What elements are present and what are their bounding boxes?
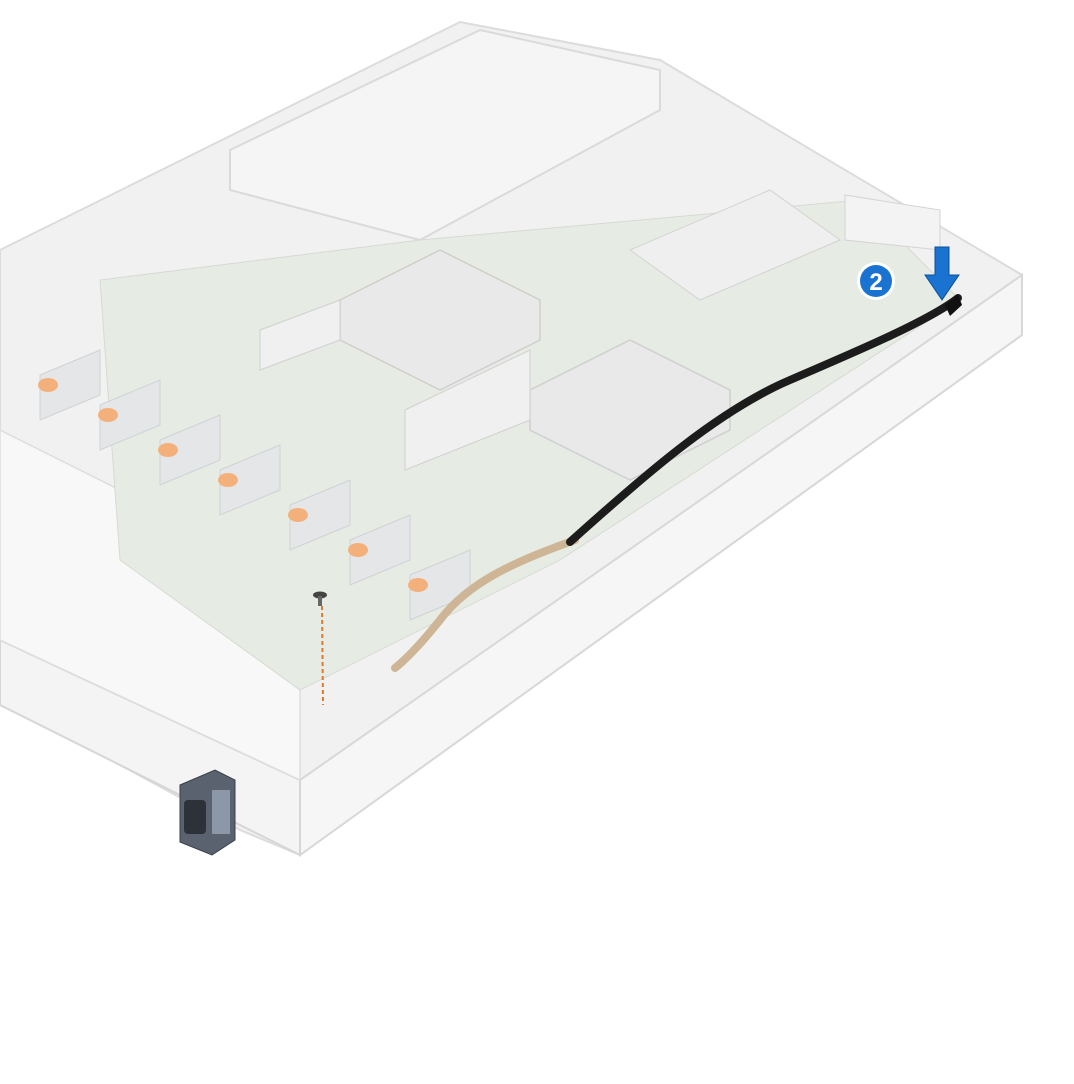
screw-guide-line — [321, 605, 324, 706]
fan — [159, 414, 221, 486]
bracket — [844, 194, 941, 251]
riser-cage — [229, 28, 661, 242]
cable — [566, 294, 962, 546]
screw-icon — [313, 591, 327, 606]
cable-connector — [945, 294, 962, 316]
callout-number: 2 — [869, 269, 882, 296]
callout-badge: 2 — [857, 262, 895, 300]
fan-latch — [158, 443, 178, 457]
fan-latch — [98, 408, 118, 422]
fan — [39, 349, 101, 421]
fan-latch — [288, 508, 308, 522]
fan — [219, 444, 281, 516]
memory-bank-2 — [404, 349, 531, 471]
expansion-card — [628, 189, 842, 301]
memory-bank-1 — [259, 299, 341, 371]
cable-sleeve — [391, 536, 579, 672]
fan-latch — [38, 378, 58, 392]
fan-latch — [348, 543, 368, 557]
vga-connector-icon — [179, 769, 236, 856]
fan — [289, 479, 351, 551]
fan — [349, 514, 411, 586]
arrow-down-icon — [924, 246, 960, 301]
fan-latch — [408, 578, 428, 592]
fan-latch — [218, 473, 238, 487]
fan — [99, 379, 161, 451]
fan-row — [38, 349, 471, 621]
